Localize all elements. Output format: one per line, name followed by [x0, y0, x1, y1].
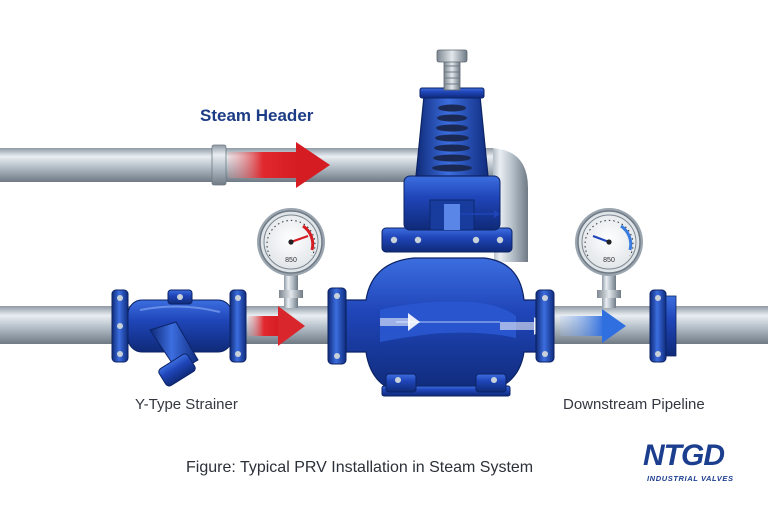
logo-tagline: INDUSTRIAL VALVES	[647, 474, 734, 483]
strainer-right-flange	[229, 289, 247, 363]
downstream-gauge-reading: 850	[603, 257, 615, 264]
downstream-flow-arrow	[560, 309, 626, 343]
upstream-flow-arrow	[248, 306, 305, 346]
upstream-gauge-reading: 850	[285, 257, 297, 264]
pressure-reducing-valve	[345, 49, 537, 397]
right-flange-coupling	[649, 289, 677, 363]
steam-flow-arrow	[228, 142, 330, 188]
pilot-spring	[432, 104, 472, 172]
figure-caption: Figure: Typical PRV Installation in Stea…	[186, 459, 534, 476]
downstream-pressure-gauge: 850	[575, 208, 643, 276]
logo-brand: NTGD	[643, 439, 725, 472]
left-flange	[111, 289, 129, 363]
downstream-riser-fitting	[597, 290, 621, 298]
downstream-label: Downstream Pipeline	[563, 396, 705, 413]
upstream-riser-fitting	[279, 290, 303, 298]
upstream-pressure-gauge: 850	[257, 208, 325, 276]
steam-header-label: Steam Header	[200, 106, 314, 125]
prv-outlet-flange	[535, 289, 555, 363]
brand-logo: NTGD INDUSTRIAL VALVES	[643, 440, 755, 492]
strainer-label: Y-Type Strainer	[135, 396, 238, 413]
prv-inlet-flange	[327, 287, 347, 365]
y-strainer	[127, 289, 233, 387]
